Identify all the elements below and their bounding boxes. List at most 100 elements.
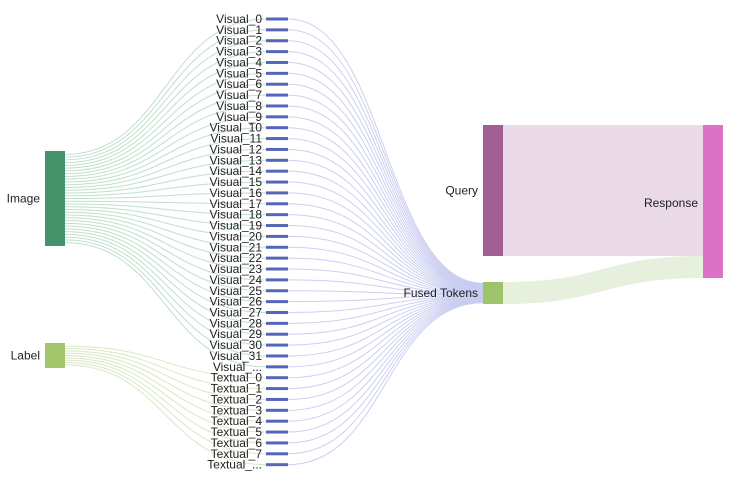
textual-token-node[interactable] <box>266 408 288 412</box>
visual-token-node[interactable] <box>266 50 288 54</box>
visual-token-node[interactable] <box>266 158 288 162</box>
visual-token-node[interactable] <box>266 17 288 21</box>
link-label-to-textual <box>64 355 267 422</box>
visual-token-node[interactable] <box>266 267 288 271</box>
link-label-to-textual <box>64 359 267 444</box>
visual-token-node[interactable] <box>266 278 288 282</box>
textual-token-node[interactable] <box>266 452 288 456</box>
visual-token-node[interactable] <box>266 354 288 358</box>
link-image-to-visual <box>64 61 267 166</box>
textual-token-node[interactable] <box>266 387 288 391</box>
link-image-to-visual <box>64 170 267 194</box>
visual-token-node[interactable] <box>266 343 288 347</box>
visual-token-node[interactable] <box>266 28 288 32</box>
visual-token-node[interactable] <box>266 137 288 141</box>
link-image-to-visual <box>64 233 267 335</box>
visual-token-node[interactable] <box>266 365 288 369</box>
visual-token-node[interactable] <box>266 93 288 97</box>
labels-layer: Image Label Query Fused Tokens Response <box>7 184 699 363</box>
node-fused-tokens[interactable] <box>483 282 503 304</box>
link-token-to-fused <box>287 297 484 368</box>
visual-token-label: Visual_6 <box>216 77 262 91</box>
link-image-to-visual <box>64 29 267 158</box>
link-image-to-visual <box>64 83 267 172</box>
visual-token-node[interactable] <box>266 180 288 184</box>
visual-token-node[interactable] <box>266 310 288 314</box>
textual-token-node[interactable] <box>266 463 288 467</box>
visual-token-label: Visual_15 <box>210 175 263 189</box>
node-response[interactable] <box>703 125 723 278</box>
visual-token-node[interactable] <box>266 82 288 86</box>
visual-token-node[interactable] <box>266 224 288 228</box>
visual-token-label: Visual_20 <box>210 229 263 243</box>
link-image-to-visual <box>64 217 267 270</box>
link-token-to-fused <box>287 61 484 286</box>
textual-token-node[interactable] <box>266 419 288 423</box>
link-token-to-fused <box>287 295 484 313</box>
textual-token-label: Textual_... <box>207 458 262 472</box>
visual-token-node[interactable] <box>266 213 288 217</box>
link-token-to-fused <box>287 297 484 346</box>
visual-token-label: Visual_12 <box>210 142 263 156</box>
visual-token-label: Visual_4 <box>216 55 262 69</box>
visual-token-node[interactable] <box>266 202 288 206</box>
node-image[interactable] <box>45 151 65 246</box>
link-token-to-fused <box>287 298 484 390</box>
visual-token-node[interactable] <box>266 115 288 119</box>
visual-token-node[interactable] <box>266 169 288 173</box>
textual-token-node[interactable] <box>266 397 288 401</box>
link-token-to-fused <box>287 290 484 296</box>
visual-token-node[interactable] <box>266 289 288 293</box>
visual-token-node[interactable] <box>266 60 288 64</box>
visual-token-node[interactable] <box>266 191 288 195</box>
visual-token-label: Visual_5 <box>216 66 262 80</box>
link-image-to-visual <box>64 236 267 346</box>
visual-token-node[interactable] <box>266 332 288 336</box>
visual-token-node[interactable] <box>266 126 288 130</box>
link-token-to-fused <box>287 170 484 291</box>
link-image-to-visual <box>64 51 267 164</box>
textual-token-node[interactable] <box>266 430 288 434</box>
visual-token-label: Visual_31 <box>210 349 263 363</box>
link-token-to-fused <box>287 127 484 289</box>
link-label-to-textual <box>64 348 267 390</box>
visual-token-label: Visual_23 <box>210 262 263 276</box>
textual-token-label: Textual_5 <box>211 425 263 439</box>
link-label-to-textual <box>64 364 267 466</box>
link-image-to-visual <box>64 225 267 303</box>
visual-token-node[interactable] <box>266 321 288 325</box>
textual-token-node[interactable] <box>266 376 288 380</box>
link-token-to-fused <box>287 83 484 287</box>
link-image-to-visual <box>64 148 267 188</box>
link-image-to-visual <box>64 211 267 248</box>
node-fused-tokens-label: Fused Tokens <box>404 286 479 300</box>
visual-token-node[interactable] <box>266 256 288 260</box>
link-token-to-fused <box>287 246 484 294</box>
textual-token-label: Textual_1 <box>211 382 263 396</box>
node-query[interactable] <box>483 125 503 256</box>
link-label-to-textual <box>64 362 267 455</box>
link-image-to-visual <box>64 105 267 177</box>
visual-token-label: Visual_17 <box>210 197 263 211</box>
visual-token-node[interactable] <box>266 245 288 249</box>
visual-token-label: Visual_7 <box>216 88 262 102</box>
node-label[interactable] <box>45 343 65 368</box>
visual-token-label: Visual_25 <box>210 284 263 298</box>
visual-token-node[interactable] <box>266 39 288 43</box>
visual-token-node[interactable] <box>266 234 288 238</box>
link-token-to-fused <box>287 138 484 289</box>
visual-token-node[interactable] <box>266 147 288 151</box>
link-image-to-visual <box>64 209 267 237</box>
visual-token-label: Visual_11 <box>210 132 262 146</box>
link-token-to-fused <box>287 116 484 289</box>
textual-token-node[interactable] <box>266 441 288 445</box>
visual-token-label: Visual_8 <box>216 99 262 113</box>
link-image-to-visual <box>64 239 267 357</box>
visual-token-node[interactable] <box>266 71 288 75</box>
visual-token-label: Visual_19 <box>210 219 263 233</box>
visual-token-node[interactable] <box>266 300 288 304</box>
visual-token-label: Visual_14 <box>210 164 263 178</box>
link-token-to-fused <box>287 296 484 324</box>
nodes-layer <box>45 125 723 368</box>
visual-token-node[interactable] <box>266 104 288 108</box>
